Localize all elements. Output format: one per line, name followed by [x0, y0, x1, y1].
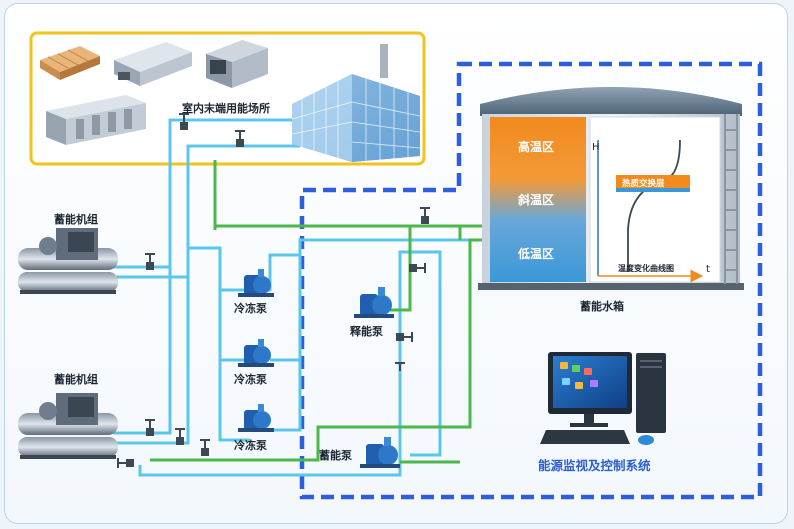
pump-icon	[238, 339, 274, 367]
valve-icon	[145, 253, 155, 270]
release-pump-label: 释能泵	[350, 324, 383, 338]
air-handler-icon	[46, 95, 146, 145]
fan-coil-icon	[114, 42, 192, 86]
charge-pump-label: 蓄能泵	[319, 448, 352, 462]
diagram-labels: 室内末端用能场所 蓄能机组 蓄能机组 冷冻泵 冷冻泵 冷冻泵 释能泵 蓄能泵 蓄…	[54, 101, 624, 462]
building-icon	[291, 44, 421, 162]
fan-coil-icon	[40, 46, 100, 80]
pump-icon-group	[238, 269, 400, 468]
pump-label-1: 冷冻泵	[234, 301, 267, 315]
zone-low-label: 低温区	[517, 246, 554, 261]
chiller-label-bottom: 蓄能机组	[54, 372, 98, 386]
valve-icon	[175, 428, 185, 445]
zone-slope-label: 斜温区	[517, 192, 554, 207]
water-tank-icon	[478, 87, 744, 290]
valve-icon	[200, 439, 210, 456]
storage-system-boundary	[299, 61, 763, 500]
valve-icon	[395, 362, 405, 371]
valve-icon	[396, 332, 413, 342]
storage-water-pipes	[150, 160, 490, 464]
curve-caption: 温度变化曲线图	[618, 263, 674, 273]
valve-icon-group	[117, 113, 430, 468]
tank-zones	[490, 117, 586, 282]
valve-icon	[420, 207, 430, 224]
axis-h-label: H	[592, 142, 600, 153]
air-handler-icon	[206, 40, 268, 88]
heat-exchange-layer-label: 热质交换层	[622, 178, 665, 189]
valve-icon	[179, 113, 189, 130]
pump-icon	[238, 269, 274, 297]
tank-zone-labels: 高温区 斜温区 低温区	[517, 139, 554, 261]
tank-label: 蓄能水箱	[580, 299, 624, 313]
valve-icon	[145, 419, 155, 436]
chiller-unit-icon	[18, 228, 118, 294]
chilled-water-pipes	[113, 118, 490, 477]
chiller-unit-icon	[18, 393, 118, 459]
valve-icon	[117, 458, 134, 468]
tank-ladder	[724, 114, 738, 284]
pump-label-3: 冷冻泵	[234, 438, 267, 452]
axis-t-label: t	[706, 264, 710, 275]
zone-high-label: 高温区	[518, 139, 554, 154]
pump-icon	[238, 404, 274, 432]
charge-pump-icon	[360, 437, 400, 468]
computer-icon	[540, 352, 666, 445]
release-pump-icon	[354, 287, 394, 318]
valve-icon	[409, 263, 426, 273]
control-system-label: 能源监视及控制系统	[538, 458, 651, 473]
heat-exchange-layer-band	[616, 175, 690, 190]
valve-icon	[235, 130, 245, 147]
pump-label-2: 冷冻泵	[234, 372, 267, 386]
chiller-label-top: 蓄能机组	[54, 212, 98, 226]
curve-panel	[589, 116, 721, 283]
indoor-terminal-label: 室内末端用能场所	[182, 101, 270, 115]
